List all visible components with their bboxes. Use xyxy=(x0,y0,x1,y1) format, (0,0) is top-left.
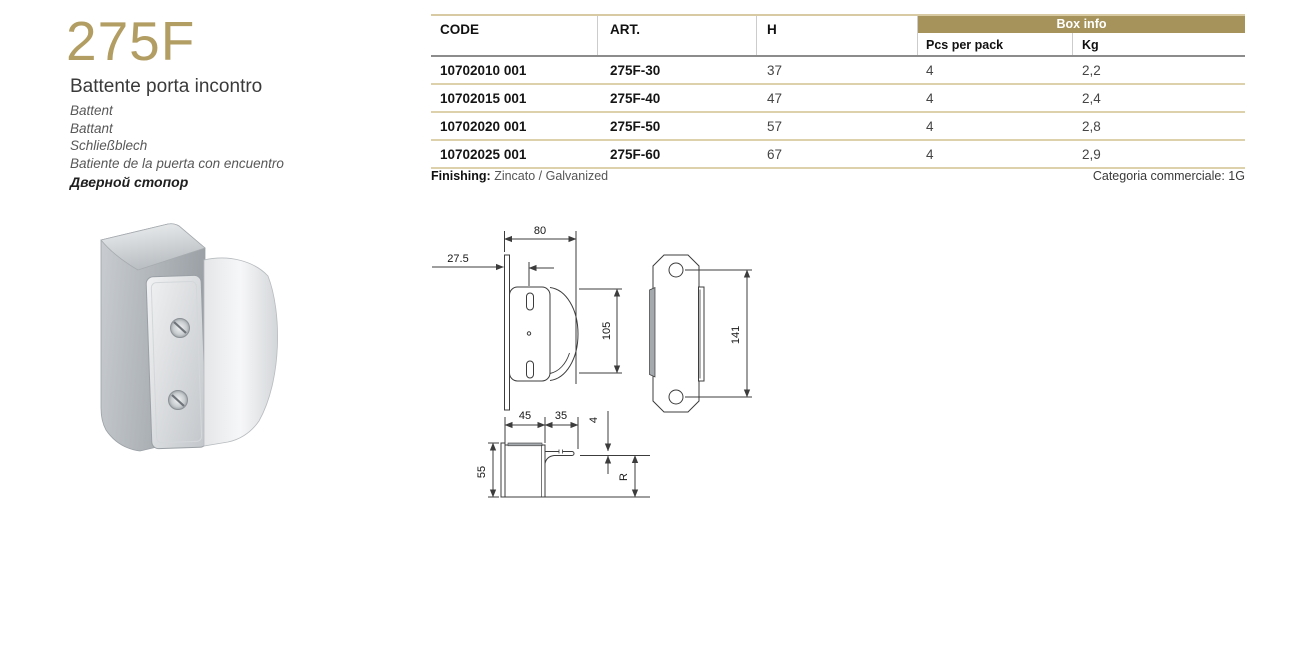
cell-code: 10702020 001 xyxy=(440,118,527,134)
product-table: CODE ART. H Box info Pcs per pack Kg 107… xyxy=(431,14,1245,169)
front-view-drawing: 141 xyxy=(649,254,752,413)
photo-strike-plate xyxy=(145,274,208,450)
dim-label-tab-35: 35 xyxy=(555,410,567,422)
table-row: 10702010 001 275F-30 37 4 2,2 xyxy=(431,57,1245,85)
column-header-art: ART. xyxy=(598,16,757,55)
table-row: 10702015 001 275F-40 47 4 2,4 xyxy=(431,85,1245,113)
product-name-russian: Дверной стопор xyxy=(70,174,189,190)
product-name-french: Battant xyxy=(70,120,113,136)
photo-screw-bottom-slot xyxy=(171,394,185,407)
front-hole-top xyxy=(668,262,684,278)
finishing-value: Zincato / Galvanized xyxy=(490,169,609,183)
cell-kg: 2,8 xyxy=(1082,118,1101,134)
cell-h: 47 xyxy=(767,90,783,106)
photo-top-face xyxy=(100,223,206,271)
column-header-kg: Kg xyxy=(1082,38,1099,52)
cell-code: 10702015 001 xyxy=(440,90,527,106)
cell-code: 10702025 001 xyxy=(440,146,527,162)
top-flap-edge xyxy=(507,442,543,447)
finishing-label: Finishing: xyxy=(431,169,491,183)
dim-label-thickness-4: 4 xyxy=(588,417,600,423)
dim-label-width-80: 80 xyxy=(534,225,546,237)
cell-pcs: 4 xyxy=(926,118,934,134)
column-header-pcs-per-pack: Pcs per pack xyxy=(918,33,1073,55)
product-photo xyxy=(100,223,278,452)
table-footnotes: Finishing: Zincato / Galvanized Categori… xyxy=(431,169,1245,183)
dim-label-offset-27-5: 27.5 xyxy=(447,253,468,265)
front-body-edge xyxy=(698,286,705,382)
side-flap-inner-edge xyxy=(549,352,570,374)
photo-screw-top-slot xyxy=(173,321,187,334)
dim-label-height-105: 105 xyxy=(601,322,613,340)
side-mount-plate xyxy=(504,254,510,411)
column-header-code: CODE xyxy=(431,16,598,55)
cell-pcs: 4 xyxy=(926,146,934,162)
side-body xyxy=(509,286,551,382)
front-flap-edge xyxy=(649,286,656,378)
cell-art: 275F-40 xyxy=(610,90,661,106)
cell-h: 57 xyxy=(767,118,783,134)
finishing-note: Finishing: Zincato / Galvanized xyxy=(431,169,608,183)
cell-art: 275F-60 xyxy=(610,146,661,162)
cell-h: 67 xyxy=(767,146,783,162)
table-header: CODE ART. H Box info Pcs per pack Kg xyxy=(431,16,1245,57)
commercial-category: Categoria commerciale: 1G xyxy=(1092,169,1245,183)
cell-art: 275F-50 xyxy=(610,118,661,134)
product-names: Battente porta incontro Battent Battant … xyxy=(70,76,400,190)
side-slot-top xyxy=(526,292,534,311)
top-body xyxy=(504,444,546,498)
product-name-spanish: Batiente de la puerta con encuentro xyxy=(70,155,284,171)
side-curved-flap xyxy=(549,287,579,381)
dim-label-radius-r: R xyxy=(618,473,630,481)
cell-kg: 2,2 xyxy=(1082,62,1101,78)
top-view-drawing: 45 35 4 55 R xyxy=(476,410,650,498)
front-mount-plate xyxy=(652,254,700,413)
dim-label-width-55: 55 xyxy=(476,466,488,478)
cell-pcs: 4 xyxy=(926,90,934,106)
table-row: 10702020 001 275F-50 57 4 2,8 xyxy=(431,113,1245,141)
cell-art: 275F-30 xyxy=(610,62,661,78)
cell-h: 37 xyxy=(767,62,783,78)
front-hole-bottom xyxy=(668,389,684,405)
side-view-drawing: 80 27.5 105 xyxy=(432,225,622,411)
cell-code: 10702010 001 xyxy=(440,62,527,78)
side-slot-bottom xyxy=(526,360,534,379)
product-name-german: Schließblech xyxy=(70,138,148,153)
product-code-title: 275F xyxy=(66,10,196,72)
dim-label-depth-45: 45 xyxy=(519,410,531,422)
top-mount-plate xyxy=(500,442,506,498)
side-center-hole xyxy=(526,331,532,336)
photo-curved-wing xyxy=(203,257,278,447)
cell-pcs: 4 xyxy=(926,62,934,78)
product-name-english: Battent xyxy=(70,103,113,118)
dim-label-hole-distance-141: 141 xyxy=(730,326,742,344)
column-header-h: H xyxy=(757,16,918,55)
table-row: 10702025 001 275F-60 67 4 2,9 xyxy=(431,141,1245,169)
product-name-italian: Battente porta incontro xyxy=(70,76,263,97)
column-header-box-info: Box info xyxy=(918,16,1245,33)
cell-kg: 2,4 xyxy=(1082,90,1101,106)
cell-kg: 2,9 xyxy=(1082,146,1101,162)
